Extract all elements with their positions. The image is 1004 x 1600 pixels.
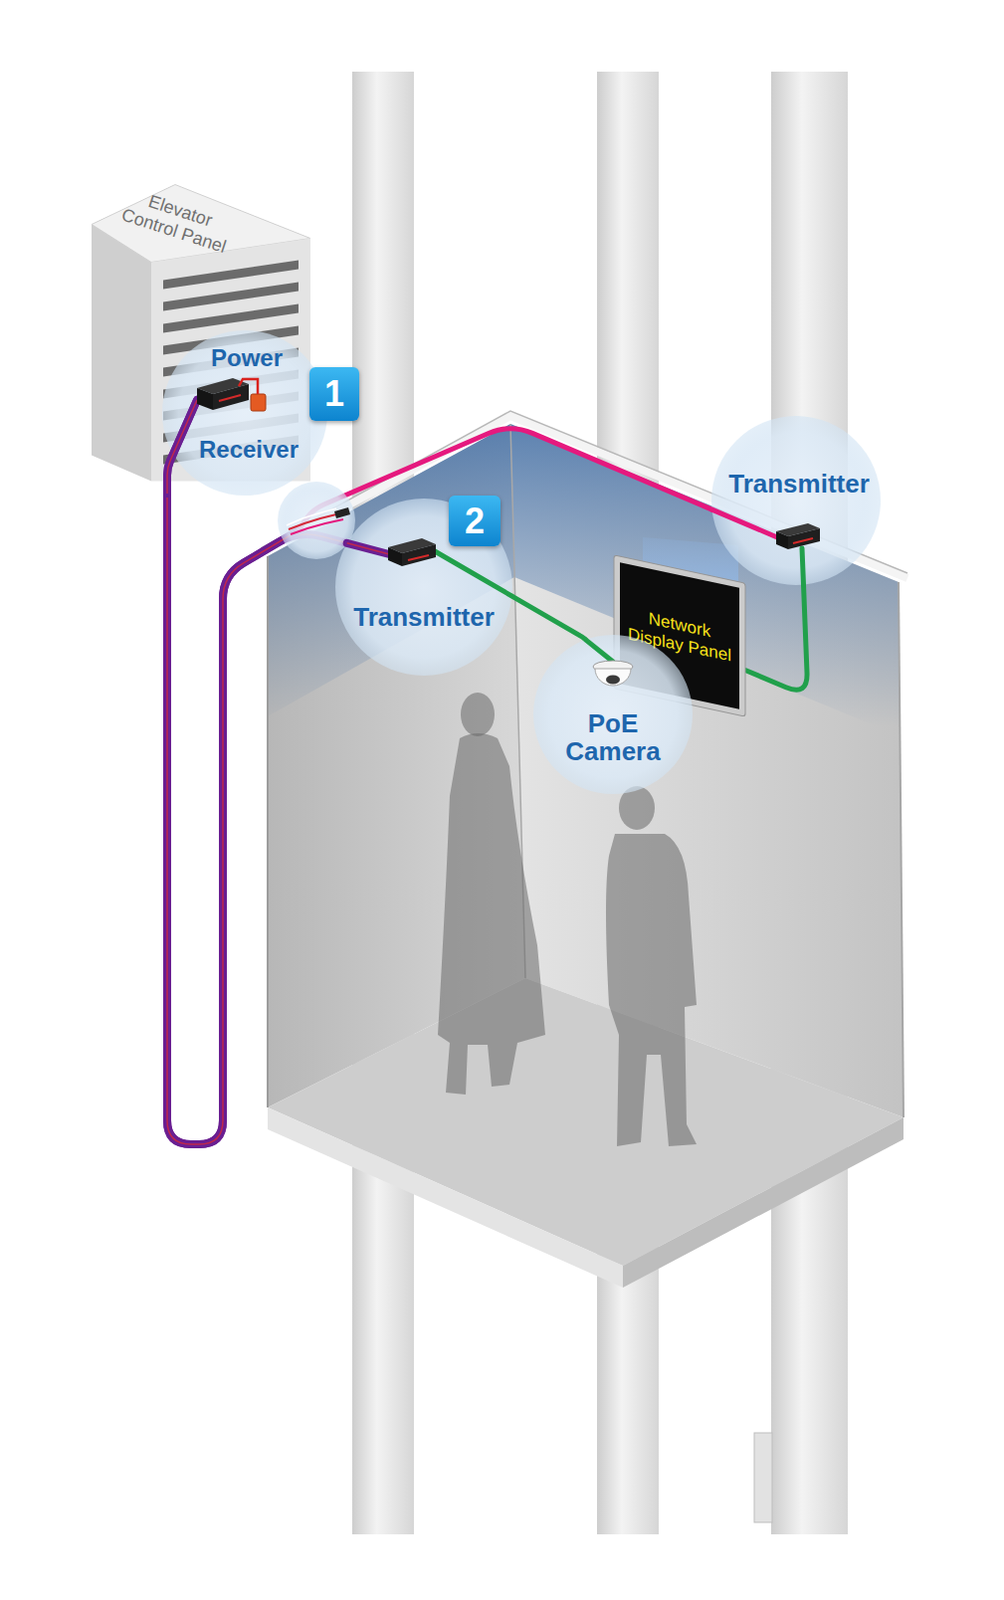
highlight-circle <box>162 330 328 496</box>
device-accent <box>218 395 241 402</box>
cable-lead <box>434 551 513 597</box>
device <box>197 378 266 411</box>
splice-circle <box>277 481 356 560</box>
person-silhouette <box>437 733 546 1095</box>
cable-lead-stripe <box>347 543 390 555</box>
transmitter-highlight-shape <box>711 415 881 586</box>
text-holder: Transmitter <box>353 602 495 633</box>
camera-dome <box>595 668 631 686</box>
cable-lead-stripe <box>167 400 198 494</box>
callout-text: 2 <box>464 503 485 540</box>
callout-number: 1 <box>309 367 360 421</box>
splice-wire <box>290 519 344 535</box>
car-edge <box>898 582 904 1118</box>
cable-lead <box>802 548 804 586</box>
panel-louver <box>163 260 299 290</box>
elevator-car <box>260 410 908 1288</box>
receiver-highlight: PowerReceiver <box>162 330 328 496</box>
panel-louver <box>163 282 299 312</box>
text-holder: PoE Camera <box>557 709 669 766</box>
splice-connector <box>334 507 351 519</box>
cable-lead <box>586 639 614 662</box>
text-holder: Transmitter <box>728 469 870 500</box>
cable-path <box>298 428 713 531</box>
cable <box>512 596 587 640</box>
person-silhouette <box>460 692 495 737</box>
power-adapter <box>250 394 266 411</box>
node-text: PoE Camera <box>557 709 669 766</box>
text-holder: Receiver <box>199 435 299 464</box>
cable-lead <box>167 400 198 494</box>
camera-highlight: PoE Camera <box>533 634 693 795</box>
cable <box>167 428 713 1145</box>
device <box>388 538 436 567</box>
node-text: Transmitter <box>353 602 495 633</box>
transmitter-highlight: Transmitter <box>711 415 881 586</box>
node-text: Power <box>210 344 283 373</box>
transmitter-device <box>401 544 436 567</box>
car-edge <box>266 556 269 1108</box>
cable-path <box>512 596 587 640</box>
floor-edge <box>267 1107 623 1288</box>
receiver-device <box>197 388 213 410</box>
cable <box>745 585 807 691</box>
device <box>776 523 820 550</box>
callout-text: 1 <box>324 376 345 412</box>
callout-number: 2 <box>448 495 501 547</box>
splice-wire <box>286 508 337 526</box>
node-text: Transmitter <box>728 469 870 500</box>
cable-path <box>745 585 807 691</box>
device-accent <box>407 555 429 561</box>
device-accent <box>793 538 813 544</box>
cable-leads <box>586 639 614 662</box>
cable-leads <box>167 400 198 494</box>
cable-lead <box>347 543 390 555</box>
transmitter-device <box>776 531 789 550</box>
cable-leads <box>347 543 513 597</box>
highlight-circle <box>711 415 881 586</box>
panel-side <box>91 224 152 482</box>
rail-bracket <box>754 1432 773 1523</box>
cable-path-stripe <box>167 453 299 1145</box>
highlight-circle <box>533 634 693 795</box>
device <box>593 660 633 686</box>
panel-louver <box>163 304 299 334</box>
power-wire <box>238 379 258 395</box>
car-floor <box>267 978 904 1266</box>
node-text: Receiver <box>199 435 299 464</box>
cable-lead-stripe <box>167 400 198 494</box>
receiver-device <box>212 384 249 410</box>
cable-path <box>167 453 299 1145</box>
transmitter-device <box>788 528 820 550</box>
cable-lead <box>712 509 779 538</box>
transmitter-device <box>388 547 402 567</box>
person-silhouette <box>605 833 697 1147</box>
camera-lens <box>605 675 620 685</box>
passengers <box>437 692 697 1147</box>
text-holder: Power <box>210 344 283 373</box>
cable-lead <box>167 400 198 494</box>
floor-edge <box>622 1117 904 1288</box>
